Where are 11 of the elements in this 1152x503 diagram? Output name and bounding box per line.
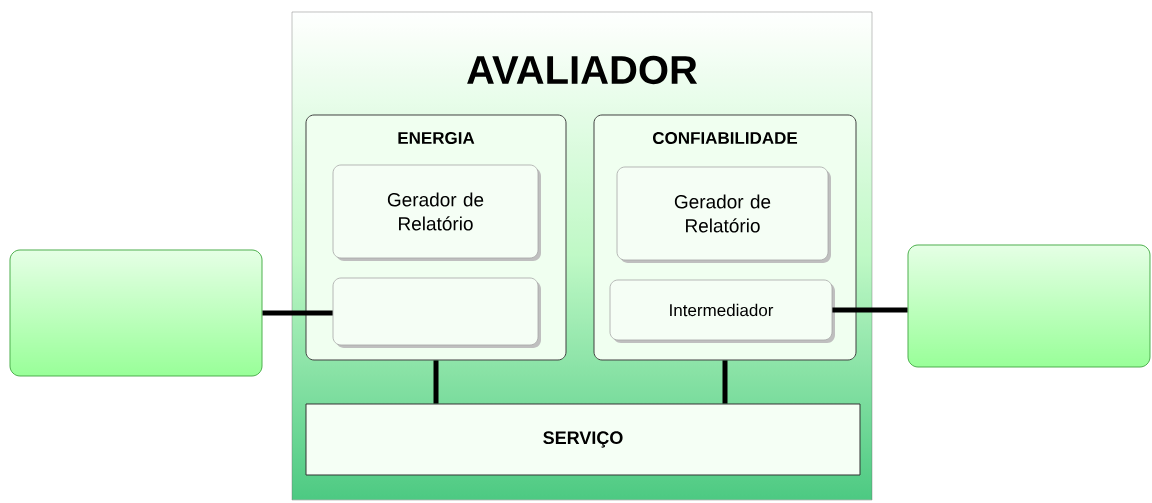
connector-line <box>433 360 439 404</box>
connector-line <box>722 360 728 404</box>
service-bar: SERVIÇO <box>305 403 861 476</box>
module-box <box>332 277 541 348</box>
external-box <box>9 249 263 377</box>
module-box: Gerador de Relatório <box>616 166 831 263</box>
connector-line <box>262 310 333 316</box>
connector-line <box>832 307 908 313</box>
external-box <box>907 244 1151 368</box>
module-box: Gerador de Relatório <box>332 164 541 261</box>
module-box: Intermediador <box>609 279 835 343</box>
